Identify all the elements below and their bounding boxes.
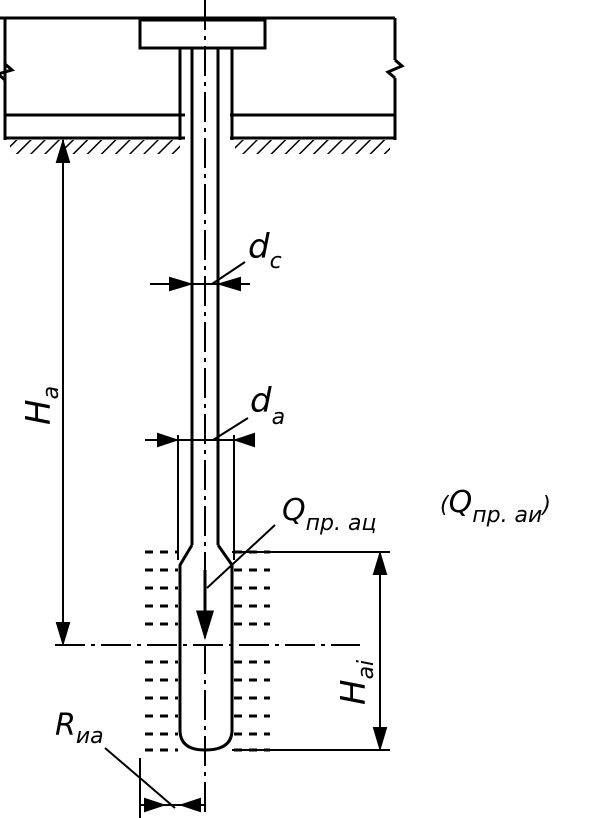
ha-dimension [55,138,71,647]
ground-hatch-right [235,140,390,154]
dc-dimension [150,261,250,292]
label-rna: Rиа [55,708,104,749]
anchor-rod [190,48,220,545]
label-q: Qпр. ац [282,493,376,536]
label-dc: dc [248,227,282,274]
label-hai: Hai [334,660,379,705]
borehole-walls [177,435,235,560]
slab-hole [178,48,234,140]
ground-hatch-left [10,140,180,154]
label-da: da [250,381,285,430]
label-q-alt: (Qпр. аи) [440,485,551,528]
q-leader [206,524,276,589]
slab [0,16,405,140]
load-arrow [195,570,215,641]
hai-dimension [232,550,390,752]
anchor-head [138,18,267,50]
r-dimension [104,747,205,818]
label-ha: Ha [19,386,64,425]
da-dimension [145,417,255,448]
